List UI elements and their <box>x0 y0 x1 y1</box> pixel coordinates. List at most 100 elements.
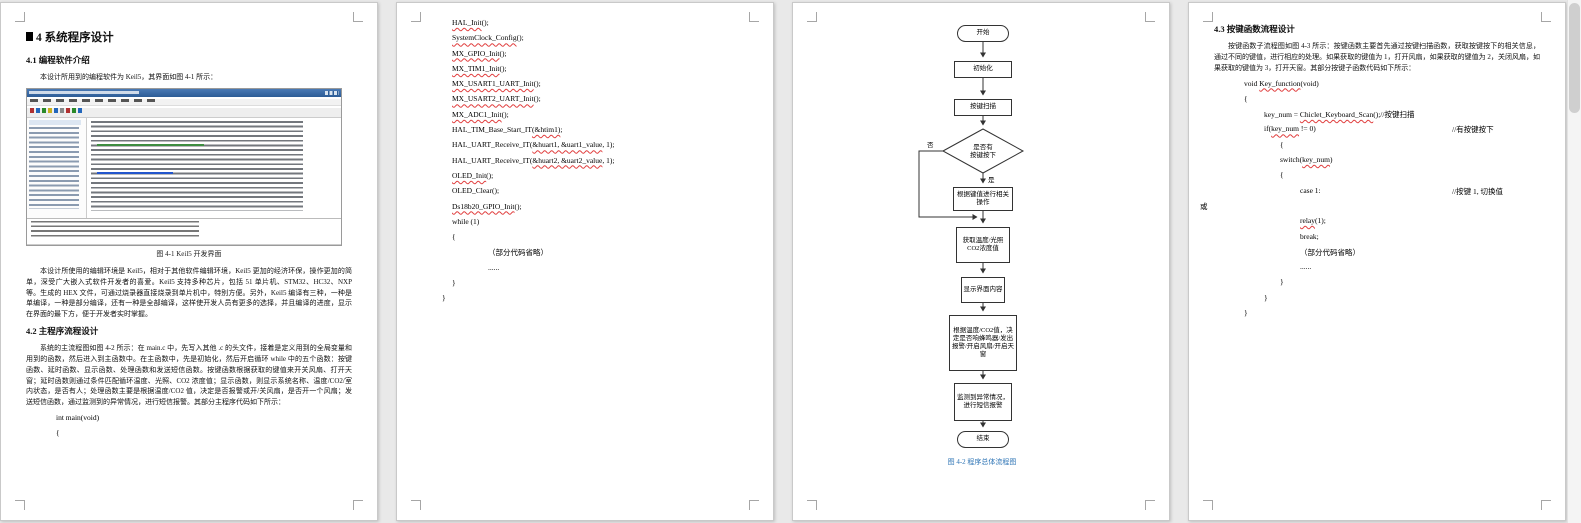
code-token: (); <box>486 170 494 180</box>
margin-crop-mark <box>1145 500 1155 510</box>
code-line: HAL_TIM_Base_Start_IT(&htim1); <box>422 125 748 140</box>
code-token: HAL_UART_Receive_IT( <box>452 140 533 150</box>
code-token: (); <box>481 18 489 27</box>
keil-toolbar-icons <box>27 107 341 118</box>
code-token: } <box>1244 307 1248 317</box>
code-block-key-function: void Key_function(void){key_num = Chicle… <box>1200 79 1540 324</box>
margin-crop-mark <box>1203 500 1213 510</box>
page-2[interactable]: HAL_Init();SystemClock_Config();MX_GPIO_… <box>396 2 774 521</box>
keil-title-text-bar <box>29 91 139 95</box>
heading-block-marker-icon <box>26 32 33 41</box>
section-heading-4-3: 4.3 按键函数流程设计 <box>1214 24 1295 34</box>
code-token: != 0) <box>1299 124 1316 134</box>
code-line: Ds18b20_GPIO_Init(); <box>422 202 748 217</box>
code-token: (); <box>499 63 507 73</box>
code-line: SystemClock_Config(); <box>422 33 748 48</box>
code-line: MX_GPIO_Init(); <box>422 49 748 64</box>
code-token: key_num = <box>1264 110 1300 120</box>
code-comment: //有按键按下 <box>1452 125 1494 135</box>
code-line: MX_TIM1_Init(); <box>422 64 748 79</box>
code-token: ) <box>1330 155 1333 165</box>
code-line: MX_USART2_UART_Init(); <box>422 94 748 109</box>
decision-text-line1: 是否有 <box>973 144 993 152</box>
code-line: } <box>422 293 748 308</box>
vertical-scrollbar[interactable] <box>1567 0 1581 523</box>
code-misspelled-token: OLED_Init <box>452 170 487 180</box>
code-misspelled-token: &huart2, &uart2_value <box>532 155 603 165</box>
code-line: relay(1); <box>1214 216 1540 231</box>
keil-title-bar <box>27 88 341 97</box>
paragraph-keil-description: 本设计所使用的编辑环境是 Keil5，相对于其他软件编辑环境，Keil5 更加的… <box>26 266 352 319</box>
keil-comment-line-bar <box>97 143 204 146</box>
code-line: case 1://按键 1, 切换值 <box>1214 186 1540 201</box>
margin-crop-mark <box>1541 12 1551 22</box>
margin-crop-mark <box>1145 12 1155 22</box>
code-token: 或 <box>1200 201 1208 211</box>
flow-node-key-action: 根据键值进行相关操作 <box>953 187 1013 211</box>
flow-node-read-sensors: 获取温度/光照CO2浓度值 <box>956 227 1010 263</box>
code-token: (1); <box>1315 216 1326 226</box>
margin-crop-mark <box>353 12 363 22</box>
code-misspelled-token: (&htim1) <box>531 125 561 135</box>
code-line: { <box>1214 94 1540 109</box>
code-misspelled-token: MX_TIM1_Init <box>452 63 500 73</box>
flow-label-no: 否 <box>927 142 934 149</box>
code-token: ...... <box>488 262 500 272</box>
code-line: MX_ADC1_Init(); <box>422 110 748 125</box>
code-token: (); <box>501 109 509 119</box>
code-token: ; <box>560 125 563 135</box>
page-1-content: 4 系统程序设计 4.1 编程软件介绍 本设计所用到的编程软件为 Keil5，其… <box>1 3 377 520</box>
code-token: void <box>1244 78 1260 88</box>
code-token: , 1); <box>602 155 615 165</box>
page-4-content: 4.3 按键函数流程设计 按键函数子流程图如图 4-3 所示：按键函数主要首先通… <box>1189 3 1565 520</box>
chapter-heading: 4 系统程序设计 <box>26 29 352 45</box>
paragraph-key-function: 按键函数子流程图如图 4-3 所示：按键函数主要首先通过按键扫描函数，获取按键按… <box>1214 42 1540 72</box>
code-line: HAL_Init(); <box>422 18 748 33</box>
page-3[interactable]: 开始 初始化 按键扫描 是否有 按键按下 否 是 根据键值进行相关操作 获取温度… <box>792 2 1170 521</box>
keil-window-controls-icon <box>325 90 339 95</box>
code-token: ();//按键扫描 <box>1373 110 1415 120</box>
figure-keil-ide-screenshot <box>26 87 342 246</box>
code-token: } <box>452 278 456 288</box>
code-token: { <box>1280 139 1284 149</box>
margin-crop-mark <box>749 12 759 22</box>
section-heading-4-1: 4.1 编程软件介绍 <box>26 55 90 65</box>
margin-crop-mark <box>807 500 817 510</box>
code-misspelled-token: Ds18b20_GPIO_Init <box>452 201 515 211</box>
code-token: case 1: <box>1300 185 1321 195</box>
code-line: void Key_function(void) <box>1214 79 1540 94</box>
keil-project-tree-panel <box>27 117 87 218</box>
code-block-init: HAL_Init();SystemClock_Config();MX_GPIO_… <box>422 18 748 309</box>
code-line: { <box>26 428 352 443</box>
figure-caption-4-2: 图 4-2 程序总体流程图 <box>947 458 1017 466</box>
code-line: key_num = Chiclet_Keyboard_Scan();//按键扫描 <box>1214 109 1540 124</box>
margin-crop-mark <box>411 12 421 22</box>
code-token: { <box>56 428 60 438</box>
margin-crop-mark <box>353 500 363 510</box>
flowchart-connectors <box>918 42 1025 428</box>
code-token: HAL_UART_Receive_IT( <box>452 155 533 165</box>
page-2-content: HAL_Init();SystemClock_Config();MX_GPIO_… <box>397 3 773 520</box>
code-misspelled-token: MX_USART2_UART_Init <box>452 94 534 104</box>
code-line: （部分代码省略） <box>422 247 748 262</box>
code-token: (); <box>499 48 507 58</box>
keil-status-bar <box>27 243 341 245</box>
code-token: (); <box>516 33 524 43</box>
flow-node-start: 开始 <box>957 25 1009 42</box>
code-token: if( <box>1264 124 1272 134</box>
margin-crop-mark <box>749 500 759 510</box>
page-1[interactable]: 4 系统程序设计 4.1 编程软件介绍 本设计所用到的编程软件为 Keil5，其… <box>0 2 378 521</box>
code-line: HAL_UART_Receive_IT(&huart2, &uart2_valu… <box>422 156 748 171</box>
flow-node-sms-alarm: 监测到异常情况，进行短信报警 <box>954 383 1012 421</box>
page-4[interactable]: 4.3 按键函数流程设计 按键函数子流程图如图 4-3 所示：按键函数主要首先通… <box>1188 2 1566 521</box>
chapter-heading-text: 4 系统程序设计 <box>36 32 114 44</box>
flow-node-key-scan: 按键扫描 <box>954 99 1012 116</box>
code-line: 或 <box>1200 201 1540 216</box>
code-line: { <box>422 232 748 247</box>
code-token: HAL_TIM_Base_Start_IT <box>452 125 532 135</box>
code-token: switch( <box>1280 155 1303 165</box>
scrollbar-thumb[interactable] <box>1569 3 1580 113</box>
code-misspelled-token: Chiclet_Keyboard_Scan <box>1299 110 1374 120</box>
code-token: { <box>452 232 456 242</box>
